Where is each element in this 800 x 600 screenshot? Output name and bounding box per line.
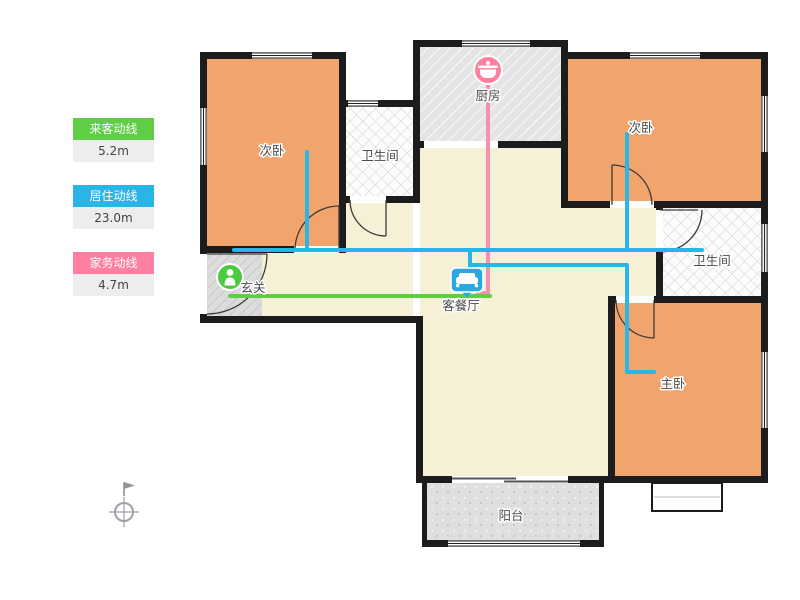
living-line-path — [232, 132, 704, 374]
room-bedroom-left — [207, 59, 339, 246]
room-label-master-bedroom: 主卧 — [660, 376, 685, 391]
room-balcony — [427, 483, 599, 540]
visitor-line-length: 5.2m — [73, 140, 154, 162]
room-bedroom-right — [568, 59, 761, 201]
room-label-bathroom-1: 卫生间 — [361, 148, 399, 163]
living-line-length: 23.0m — [73, 207, 154, 229]
room-label-living-dining: 客餐厅 — [442, 298, 480, 313]
windows — [200, 40, 768, 547]
sofa-icon — [450, 267, 484, 298]
room-living-dining — [207, 148, 656, 476]
room-bathroom-1 — [346, 107, 413, 196]
room-label-entrance: 玄关 — [240, 280, 265, 295]
compass-icon — [109, 482, 139, 527]
sliding-door — [452, 477, 568, 483]
housework-line-length: 4.7m — [73, 274, 154, 296]
room-label-bedroom-right: 次卧 — [628, 120, 653, 135]
room-label-balcony: 阳台 — [498, 508, 523, 523]
movement-legend: 来客动线 5.2m 居住动线 23.0m 家务动线 4.7m — [73, 118, 154, 319]
walls — [200, 40, 768, 547]
housework-line-toggle[interactable]: 家务动线 — [73, 252, 154, 274]
room-label-bedroom-left: 次卧 — [259, 143, 284, 158]
person-icon — [216, 263, 244, 291]
legend-item-housework: 家务动线 4.7m — [73, 252, 154, 296]
room-master-bedroom — [615, 303, 761, 476]
cooking-pot-icon — [473, 55, 503, 85]
housework-line-path — [476, 78, 490, 295]
bay-window — [651, 482, 723, 512]
visitor-line-toggle[interactable]: 来客动线 — [73, 118, 154, 140]
room-label-bathroom-2: 卫生间 — [693, 253, 731, 268]
legend-item-living: 居住动线 23.0m — [73, 185, 154, 229]
room-label-kitchen: 厨房 — [475, 88, 500, 103]
living-line-toggle[interactable]: 居住动线 — [73, 185, 154, 207]
legend-item-visitor: 来客动线 5.2m — [73, 118, 154, 162]
